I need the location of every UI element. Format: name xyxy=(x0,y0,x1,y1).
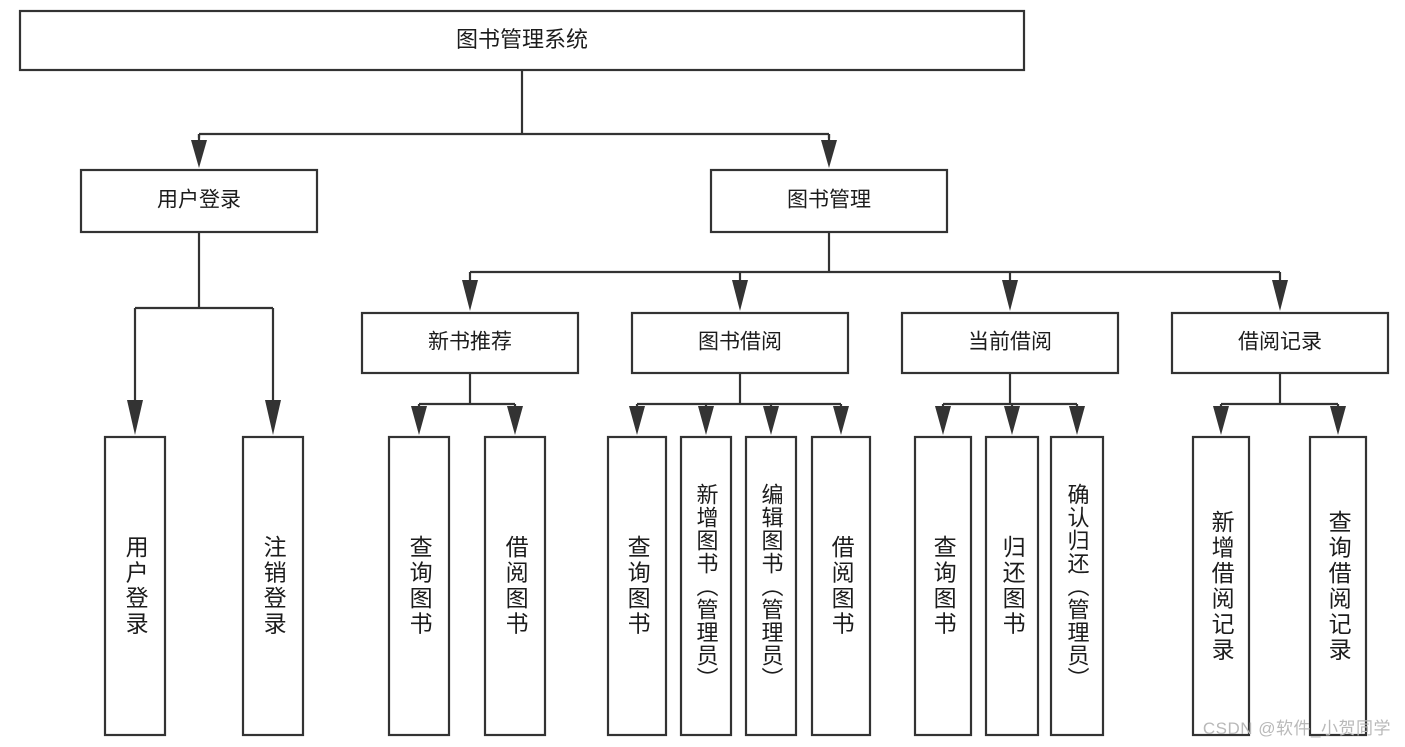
arrowhead-leaf-confirm-return xyxy=(1069,406,1085,435)
arrowhead-leaf-return-book xyxy=(1004,406,1020,435)
node-label-user-login: 用户登录 xyxy=(157,189,241,212)
node-box-leaf-return-book[interactable] xyxy=(984,435,1040,737)
node-label-book-borrow: 图书借阅 xyxy=(698,331,782,354)
arrowhead-leaf-query-book-recommend xyxy=(411,406,427,435)
node-box-leaf-query-book-borrow[interactable] xyxy=(606,435,668,737)
arrowhead-user-login xyxy=(191,140,207,168)
arrowhead-leaf-add-book xyxy=(698,406,714,435)
node-box-root[interactable] xyxy=(18,9,1026,72)
node-label-current-borrow: 当前借阅 xyxy=(968,331,1052,354)
arrowhead-leaf-query-book-borrow xyxy=(629,406,645,435)
node-box-leaf-user-logout[interactable] xyxy=(241,435,305,737)
node-box-leaf-query-borrow-record[interactable] xyxy=(1308,435,1368,737)
arrowhead-borrow-record xyxy=(1272,280,1288,311)
arrowhead-leaf-borrow-book-recommend xyxy=(507,406,523,435)
arrowhead-leaf-user-logout xyxy=(265,400,281,435)
node-box-book-borrow[interactable] xyxy=(630,311,850,375)
node-box-borrow-record[interactable] xyxy=(1170,311,1390,375)
node-label-root: 图书管理系统 xyxy=(456,27,588,52)
arrowhead-leaf-add-borrow-record xyxy=(1213,406,1229,435)
node-box-leaf-query-book-current[interactable] xyxy=(913,435,973,737)
arrowhead-new-book-recommend xyxy=(462,280,478,311)
arrowhead-leaf-query-book-current xyxy=(935,406,951,435)
node-box-group: 图书管理系统 用户登录 图书管理 新书推荐 图书借阅 当前借阅 借阅记录 xyxy=(18,9,1390,737)
arrowhead-current-borrow xyxy=(1002,280,1018,311)
node-box-leaf-confirm-return[interactable] xyxy=(1049,435,1105,737)
arrowhead-leaf-query-borrow-record xyxy=(1330,406,1346,435)
node-box-new-book-recommend[interactable] xyxy=(360,311,580,375)
arrowhead-leaf-borrow-book xyxy=(833,406,849,435)
node-box-leaf-borrow-book-recommend[interactable] xyxy=(483,435,547,737)
arrowhead-leaf-edit-book xyxy=(763,406,779,435)
node-box-leaf-user-login[interactable] xyxy=(103,435,167,737)
arrowhead-leaf-user-login xyxy=(127,400,143,435)
node-box-leaf-borrow-book[interactable] xyxy=(810,435,872,737)
node-box-book-manage[interactable] xyxy=(709,168,949,234)
node-label-new-book-recommend: 新书推荐 xyxy=(428,331,512,354)
node-label-borrow-record: 借阅记录 xyxy=(1238,331,1322,354)
node-box-leaf-query-book-recommend[interactable] xyxy=(387,435,451,737)
node-box-current-borrow[interactable] xyxy=(900,311,1120,375)
arrowhead-book-manage xyxy=(821,140,837,168)
watermark-text: CSDN @软件_小贺同学 xyxy=(1202,719,1391,738)
node-label-book-manage: 图书管理 xyxy=(787,189,871,212)
node-box-leaf-add-book[interactable] xyxy=(679,435,733,737)
node-box-leaf-add-borrow-record[interactable] xyxy=(1191,435,1251,737)
connector-group xyxy=(127,70,1346,435)
node-box-leaf-edit-book[interactable] xyxy=(744,435,798,737)
arrowhead-book-borrow xyxy=(732,280,748,311)
node-box-user-login[interactable] xyxy=(79,168,319,234)
